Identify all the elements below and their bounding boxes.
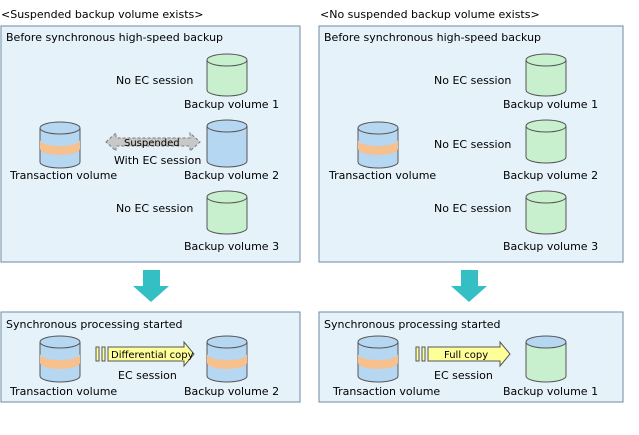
left-bottom-backup-volume-icon: [206, 335, 248, 383]
left-backup-volume-1-icon: [206, 53, 248, 97]
right-copy-label: Full copy: [444, 350, 488, 361]
right-bottom-panel-title: Synchronous processing started: [324, 318, 501, 331]
left-top-transaction-volume-icon: [39, 121, 81, 169]
right-row1-volume: Backup volume 1: [503, 98, 598, 111]
left-bottom-panel-title: Synchronous processing started: [6, 318, 183, 331]
left-row1-volume: Backup volume 1: [184, 98, 279, 111]
right-row2-volume: Backup volume 2: [503, 169, 598, 182]
left-backup-volume-2-icon: [206, 119, 248, 168]
left-session-label: EC session: [118, 369, 177, 382]
right-row3-status: No EC session: [434, 202, 511, 215]
left-bottom-transaction-label: Transaction volume: [9, 385, 117, 398]
right-down-arrow-icon: [451, 270, 487, 302]
left-row3-status: No EC session: [116, 202, 193, 215]
left-copy-label: Differential copy: [111, 350, 194, 361]
left-row3-volume: Backup volume 3: [184, 240, 279, 253]
right-row3-volume: Backup volume 3: [503, 240, 598, 253]
right-top-panel-title: Before synchronous high-speed backup: [324, 31, 541, 44]
left-bottom-transaction-volume-icon: [39, 335, 81, 383]
left-suspended-label: Suspended: [124, 138, 180, 149]
left-row1-status: No EC session: [116, 74, 193, 87]
right-backup-volume-3-icon: [525, 190, 567, 235]
left-top-transaction-label: Transaction volume: [9, 169, 117, 182]
left-heading: <Suspended backup volume exists>: [1, 8, 204, 21]
right-copy-arrow-icon: [415, 340, 511, 368]
right-backup-volume-1-icon: [525, 53, 567, 97]
right-bottom-transaction-volume-icon: [357, 335, 399, 383]
left-backup-volume-3-icon: [206, 190, 248, 235]
left-bottom-target-label: Backup volume 2: [184, 385, 279, 398]
right-row2-status: No EC session: [434, 138, 511, 151]
left-suspended-connection: [105, 131, 201, 153]
right-bottom-transaction-label: Transaction volume: [332, 385, 440, 398]
left-copy-arrow-icon: [95, 340, 195, 368]
right-backup-volume-2-icon: [525, 119, 567, 164]
right-bottom-target-label: Backup volume 1: [503, 385, 598, 398]
left-row2-volume: Backup volume 2: [184, 169, 279, 182]
right-heading: <No suspended backup volume exists>: [320, 8, 540, 21]
right-top-transaction-label: Transaction volume: [328, 169, 436, 182]
right-bottom-backup-volume-icon: [525, 335, 567, 383]
left-down-arrow-icon: [133, 270, 169, 302]
right-session-label: EC session: [434, 369, 493, 382]
left-top-panel-title: Before synchronous high-speed backup: [6, 31, 223, 44]
left-row2-status: With EC session: [114, 154, 201, 167]
right-top-transaction-volume-icon: [357, 121, 399, 169]
right-row1-status: No EC session: [434, 74, 511, 87]
